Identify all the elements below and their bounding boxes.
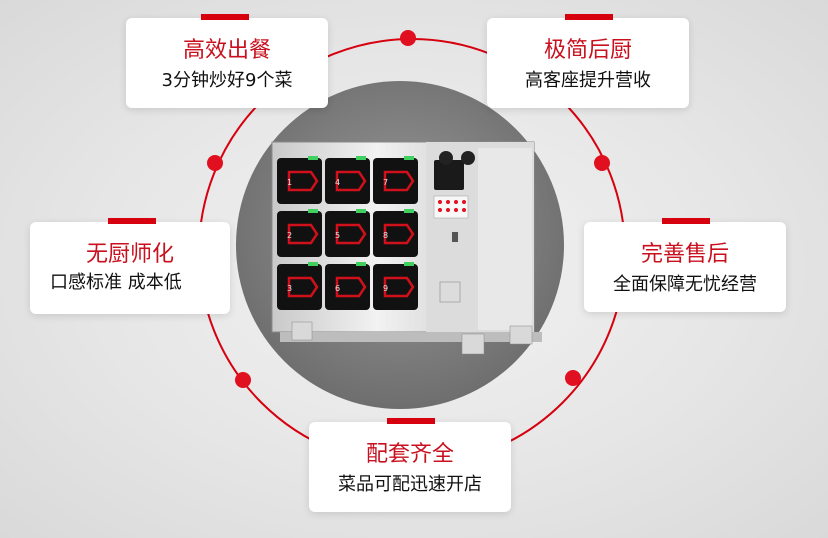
compartment-handle — [287, 170, 319, 192]
ring-dot — [235, 372, 251, 388]
compartment-number: 7 — [383, 178, 388, 187]
feature-title: 极简后厨 — [543, 38, 632, 63]
status-led — [404, 156, 414, 160]
compartment-handle — [335, 170, 367, 192]
knob — [439, 151, 453, 165]
compartment-door — [325, 211, 370, 257]
feature-card-top-right: 极简后厨 高客座提升营收 — [487, 14, 689, 108]
feature-title: 无厨师化 — [85, 242, 174, 267]
compartment-handle — [383, 223, 415, 245]
status-led — [356, 156, 366, 160]
compartment-handle — [287, 223, 319, 245]
feature-title: 配套齐全 — [365, 442, 454, 467]
feature-subtitle: 菜品可配迅速开店 — [338, 474, 482, 495]
compartment-number: 2 — [287, 231, 292, 240]
accent-bar — [565, 14, 613, 20]
compartment-door — [325, 158, 370, 204]
knob — [461, 151, 475, 165]
status-led — [356, 209, 366, 213]
compartment-number: 9 — [383, 284, 388, 293]
compartment-door — [277, 264, 322, 310]
compartment-door — [373, 158, 418, 204]
status-led — [308, 156, 318, 160]
compartment-number: 4 — [335, 178, 340, 187]
feature-card-bottom: 配套齐全 菜品可配迅速开店 — [309, 418, 511, 512]
feature-card-mid-right: 完善售后 全面保障无忧经营 — [584, 218, 786, 312]
cooking-machine: 1 4 7 2 5 8 3 6 9 — [271, 141, 542, 355]
ring-dot — [594, 155, 610, 171]
compartment-door — [325, 264, 370, 310]
ring-dot — [207, 155, 223, 171]
status-led — [308, 262, 318, 266]
compartment-number: 6 — [335, 284, 340, 293]
compartment-handle — [335, 223, 367, 245]
feature-subtitle: 3分钟炒好9个菜 — [161, 70, 293, 91]
status-led — [404, 262, 414, 266]
compartment-number: 8 — [383, 231, 388, 240]
compartment-door — [373, 211, 418, 257]
accent-bar — [387, 418, 435, 424]
feature-card-mid-left: 无厨师化 口感标准 成本低 — [30, 218, 230, 314]
compartment-handle — [383, 170, 415, 192]
compartment-number: 1 — [287, 178, 292, 187]
status-led — [404, 209, 414, 213]
accent-bar — [201, 14, 249, 20]
ring-dot — [400, 30, 416, 46]
compartment-number: 5 — [335, 231, 340, 240]
accent-bar — [662, 218, 710, 224]
compartment-door — [277, 158, 322, 204]
status-led — [308, 209, 318, 213]
compartment-handle — [335, 276, 367, 298]
compartment-handle — [287, 276, 319, 298]
compartment-handle — [383, 276, 415, 298]
compartment-door — [373, 264, 418, 310]
feature-title: 完善售后 — [640, 242, 729, 267]
feature-card-top-left: 高效出餐 3分钟炒好9个菜 — [126, 14, 328, 108]
ring-dot — [565, 370, 581, 386]
control-screen — [434, 160, 464, 190]
compartment-number: 3 — [287, 284, 292, 293]
accent-bar — [108, 218, 156, 224]
feature-subtitle: 高客座提升营收 — [525, 70, 651, 91]
feature-subtitle: 全面保障无忧经营 — [613, 274, 757, 295]
feature-subtitle: 口感标准 成本低 — [50, 272, 182, 293]
feature-title: 高效出餐 — [182, 38, 271, 63]
status-led — [356, 262, 366, 266]
compartment-door — [277, 211, 322, 257]
